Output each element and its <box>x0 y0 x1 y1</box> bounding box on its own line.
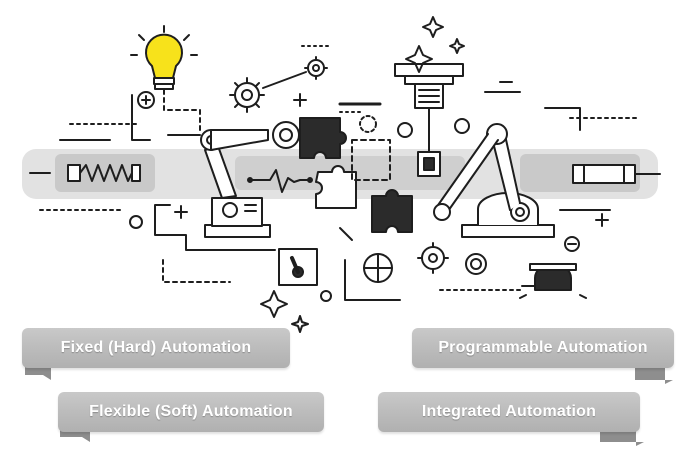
sparkle-icon <box>405 45 433 73</box>
puzzle-piece-dark <box>299 117 347 159</box>
dashed-wire <box>163 89 201 131</box>
robot-arm-left <box>167 121 300 238</box>
press-machine <box>394 63 464 177</box>
label-integrated-automation: Integrated Automation <box>378 392 640 432</box>
sparkle-icon <box>422 16 444 38</box>
minus-circle-icon <box>564 236 580 252</box>
label-fixed-automation: Fixed (Hard) Automation <box>22 328 290 368</box>
gear-link <box>262 71 307 89</box>
spring-icon <box>67 164 141 182</box>
crosshair-icon <box>363 253 393 283</box>
small-gear-icon <box>304 56 328 80</box>
gear-icon <box>417 242 449 274</box>
toggle-switch-icon <box>278 248 318 286</box>
wire <box>131 94 151 141</box>
plus-circle-icon <box>137 91 155 109</box>
label-flexible-automation: Flexible (Soft) Automation <box>58 392 324 432</box>
lightbulb-icon <box>130 25 198 90</box>
puzzle-piece-dark <box>371 189 413 233</box>
target-icon <box>465 253 487 275</box>
gear-icon <box>229 77 265 113</box>
puzzle-piece-outline <box>315 165 357 209</box>
band-segment-left <box>55 154 155 192</box>
dashed-frame <box>351 139 391 181</box>
sparkle-icon <box>449 38 465 54</box>
robot-arm-right <box>433 123 555 238</box>
heartbeat-icon <box>249 169 311 193</box>
sparkle-icon <box>291 315 309 333</box>
fuse-icon <box>572 164 661 184</box>
sparkle-icon <box>260 290 288 318</box>
siren-lamp-icon <box>519 263 587 299</box>
label-programmable-automation: Programmable Automation <box>412 328 674 368</box>
wire <box>154 204 276 251</box>
